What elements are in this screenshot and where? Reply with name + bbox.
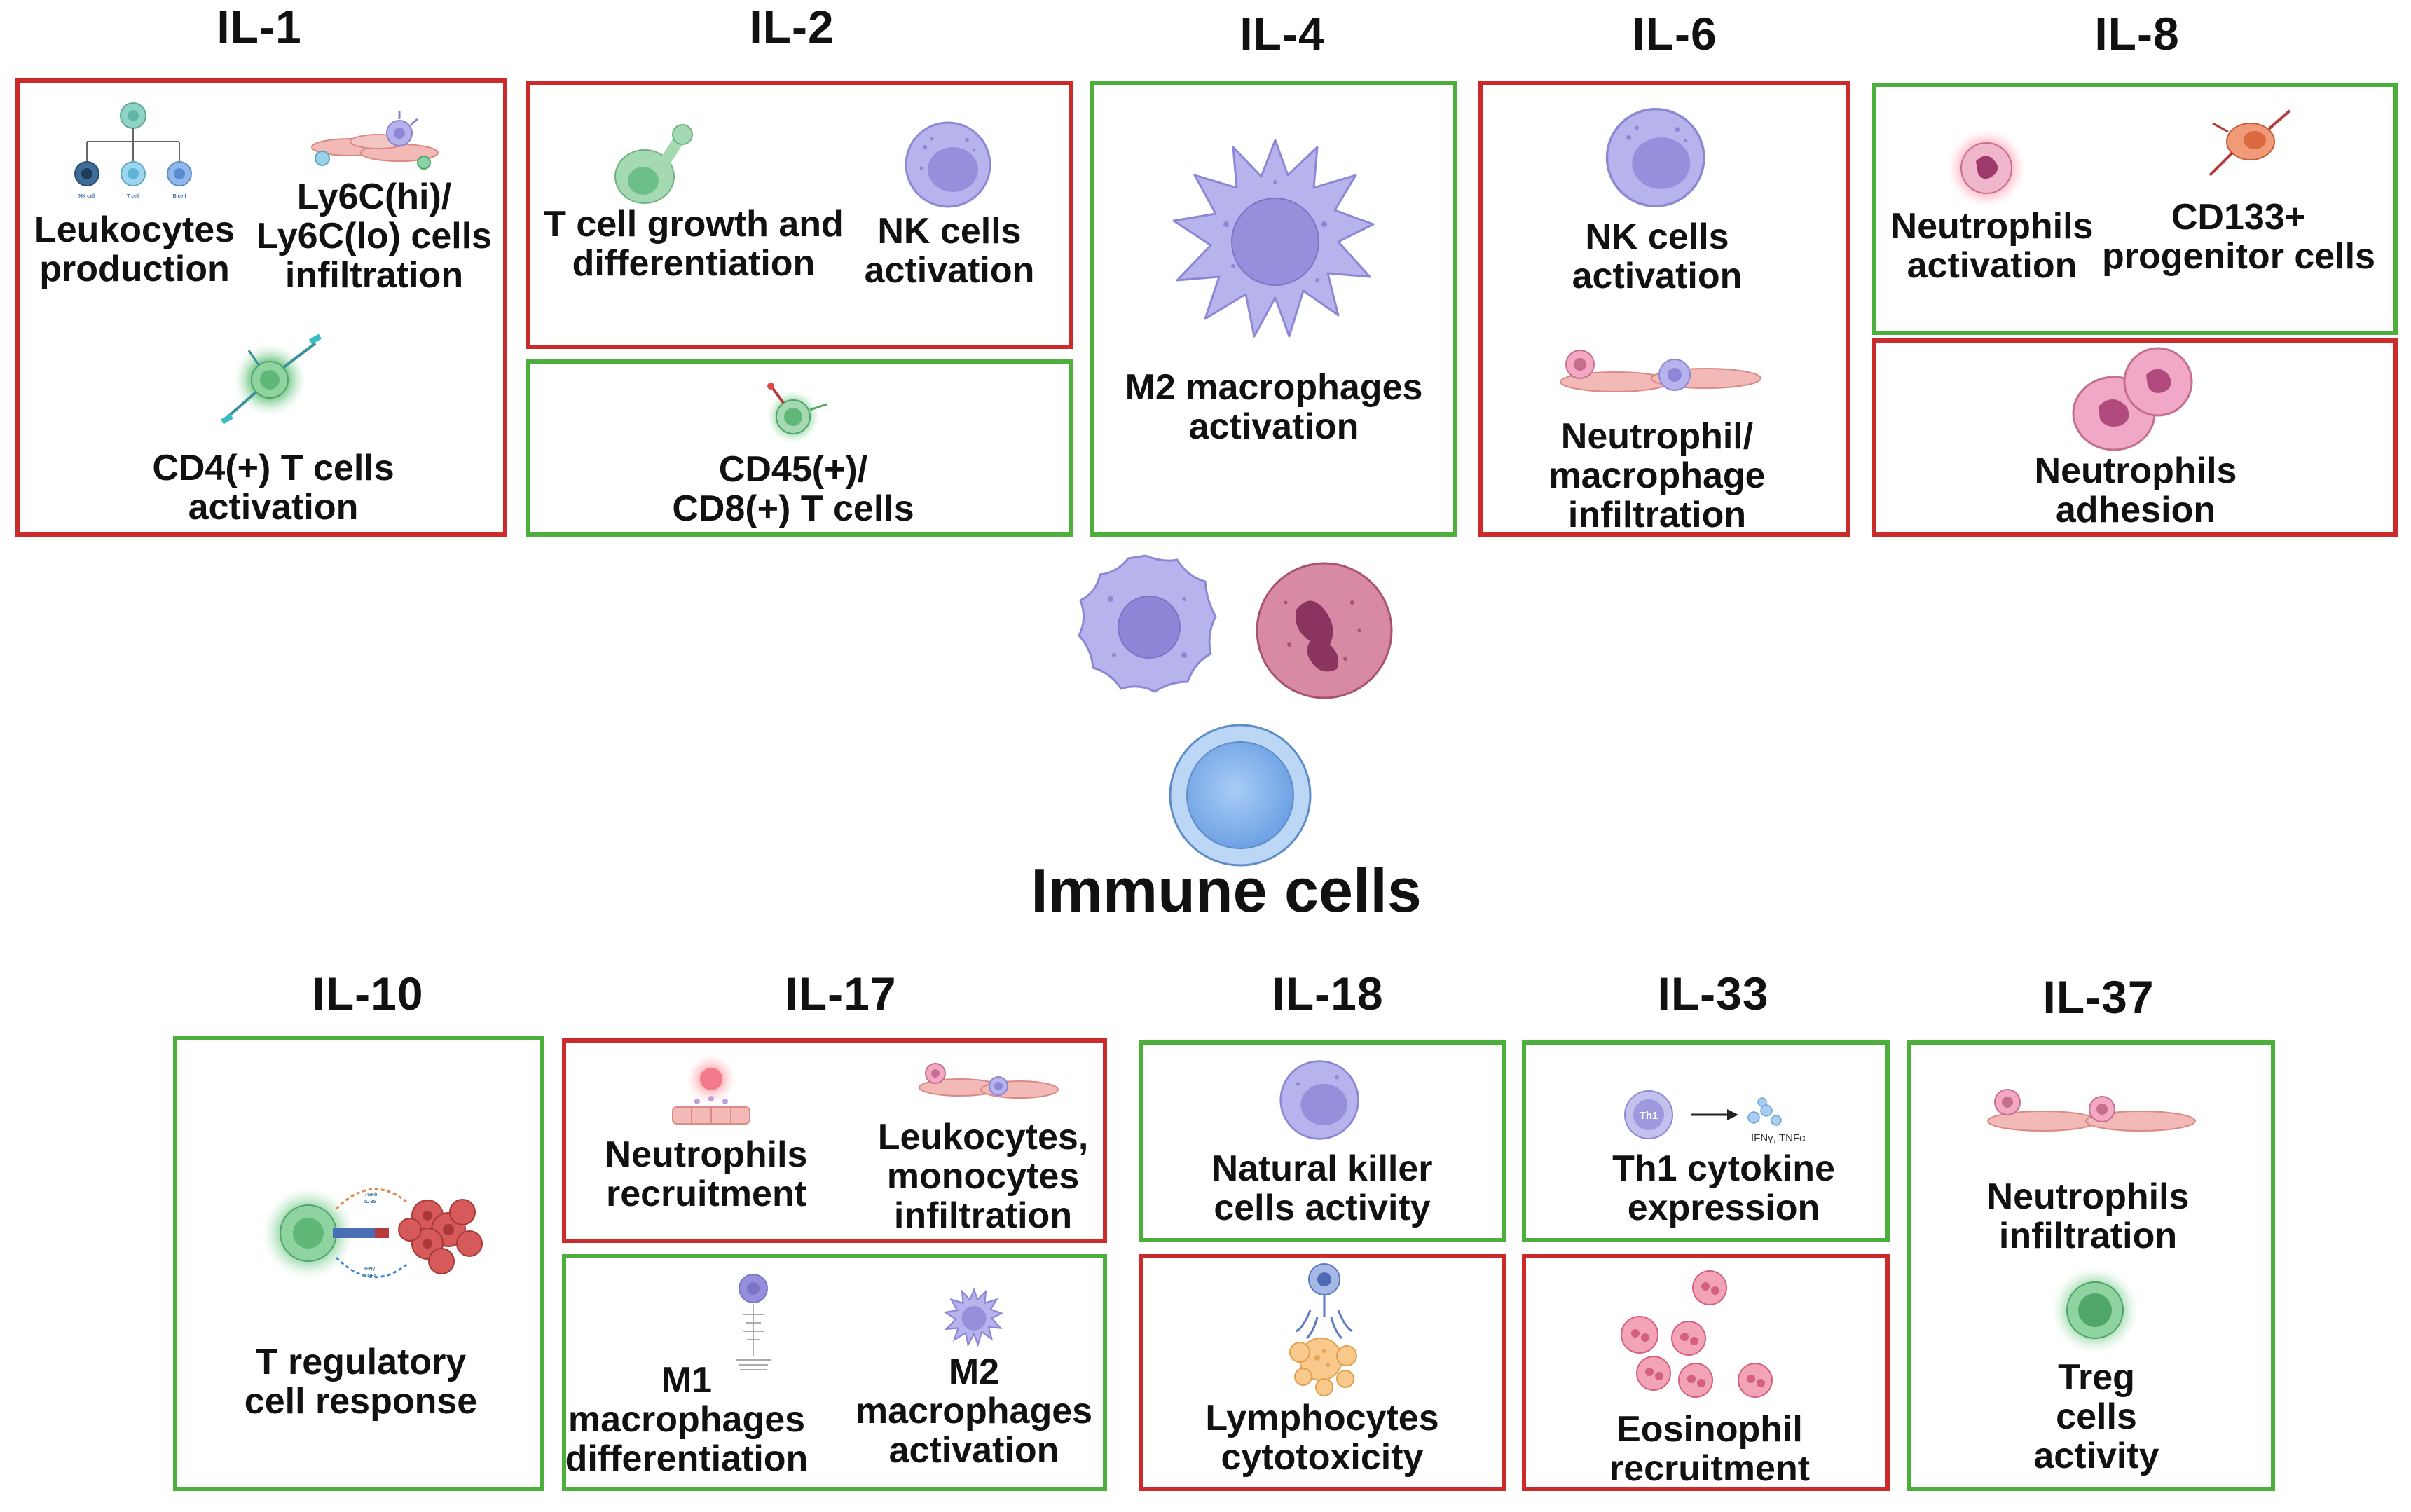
central-macrophage-icon bbox=[1078, 554, 1217, 693]
cd133-progenitor-cells-label: CD133+progenitor cells bbox=[2101, 197, 2376, 277]
tgfb-mini-label: TGFb bbox=[364, 1193, 377, 1197]
il-2-title: IL-2 bbox=[749, 1, 834, 53]
il-2-promoted-box bbox=[526, 359, 1073, 537]
il-8-inhibited-box bbox=[1872, 338, 2398, 537]
nk-cell-icon bbox=[905, 121, 991, 208]
il-37-effects-box bbox=[1907, 1040, 2275, 1491]
il-18-promoted-box bbox=[1139, 1040, 1506, 1242]
il-4-effects-box bbox=[1090, 81, 1457, 537]
progenitor-cell-icon bbox=[2209, 109, 2291, 177]
treg-cell-icon bbox=[2052, 1267, 2138, 1354]
eosinophil-cluster-icon bbox=[1621, 1270, 1773, 1398]
th1-cell-icon: Th1 IFNγ, TNFα bbox=[1624, 1090, 1806, 1144]
nk-cell-mini-label: NK cell bbox=[78, 194, 95, 199]
cell-infiltration-icon bbox=[311, 111, 439, 170]
il-17-title: IL-17 bbox=[785, 968, 897, 1019]
il-10-title: IL-10 bbox=[312, 968, 424, 1019]
il-6-title: IL-6 bbox=[1632, 8, 1717, 60]
il35-mini-label: IL-35 bbox=[364, 1200, 376, 1204]
tissue-infiltration-icon bbox=[1560, 350, 1761, 392]
nk-cell-icon bbox=[1279, 1060, 1359, 1140]
il-37-title: IL-37 bbox=[2042, 971, 2155, 1023]
il-17-promoted-box bbox=[562, 1254, 1107, 1491]
macrophage-differentiation-icon bbox=[736, 1274, 771, 1370]
neutrophil-pair-icon bbox=[2072, 347, 2193, 451]
il-8-promoted-box bbox=[1872, 83, 2398, 335]
t-cell-icon bbox=[221, 334, 322, 425]
endothelium-signal-icon bbox=[672, 1054, 750, 1125]
il-1-effects-box bbox=[15, 78, 507, 537]
tissue-infiltration-icon bbox=[919, 1063, 1059, 1099]
il-33-inhibited-box bbox=[1522, 1254, 1890, 1491]
macrophage-icon bbox=[1172, 139, 1375, 338]
il-33-title: IL-33 bbox=[1657, 968, 1769, 1019]
macrophage-icon bbox=[943, 1287, 1004, 1347]
il-4-title: IL-4 bbox=[1239, 8, 1325, 60]
il-18-title: IL-18 bbox=[1272, 968, 1384, 1019]
immune-cells-label: Immune cells bbox=[1031, 855, 1422, 925]
tnfa-mini-label: TNFa bbox=[364, 1274, 377, 1279]
il-33-promoted-box bbox=[1522, 1040, 1890, 1242]
il-2-inhibited-box bbox=[526, 81, 1073, 349]
cd45-cd8-t-cells-label: CD45(+)/CD8(+) T cells bbox=[672, 449, 914, 529]
il-17-inhibited-box bbox=[562, 1038, 1107, 1243]
il-1-title: IL-1 bbox=[217, 1, 302, 53]
neutrophil-icon bbox=[1947, 129, 2026, 207]
tissue-infiltration-icon bbox=[1987, 1089, 2196, 1132]
central-neutrophil-icon bbox=[1256, 562, 1393, 699]
b-cell-mini-label: B cell bbox=[173, 194, 186, 199]
ifny-mini-label: IFNy bbox=[364, 1267, 375, 1272]
t-cell-dividing-icon bbox=[614, 124, 693, 204]
t-cell-mini-label: T cell bbox=[127, 194, 139, 199]
il-10-effects-box bbox=[173, 1036, 544, 1491]
cytokine-mini-label: IFNγ, TNFα bbox=[1751, 1132, 1806, 1144]
central-lymphocyte-icon bbox=[1169, 724, 1312, 867]
t-cell-receptor-icon bbox=[767, 383, 827, 444]
leukocyte-lineage-icon: NK cell T cell B cell bbox=[74, 102, 192, 199]
th1-cell-label: Th1 bbox=[1640, 1110, 1658, 1122]
il-6-effects-box bbox=[1478, 81, 1850, 537]
il-18-inhibited-box bbox=[1139, 1254, 1506, 1491]
il-8-title: IL-8 bbox=[2094, 8, 2180, 60]
nk-cell-icon bbox=[1605, 108, 1705, 207]
cytotoxic-lymphocyte-icon bbox=[1289, 1263, 1357, 1396]
treg-tumor-icon: TGFb IL-35 IFNy TNFa bbox=[262, 1187, 483, 1279]
